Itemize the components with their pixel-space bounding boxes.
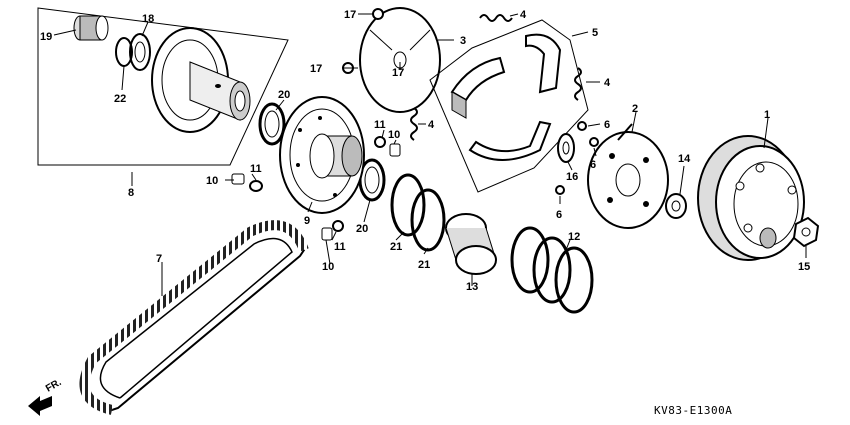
callout-18: 18 (142, 13, 154, 25)
clutch-shoe-part-5-lower (468, 120, 552, 161)
callout-4-right: 4 (604, 77, 611, 89)
o-ring-part-21-a (390, 173, 426, 237)
bearing-part-18 (129, 33, 151, 71)
callout-17-center: 17 (392, 67, 404, 79)
callout-5: 5 (592, 27, 598, 39)
callout-1: 1 (764, 109, 770, 121)
front-direction-label: FR. (44, 377, 64, 395)
callout-7: 7 (156, 253, 162, 265)
nut-part-6-low (555, 185, 565, 195)
callout-4-top: 4 (520, 9, 527, 21)
callout-4-mid: 4 (428, 119, 435, 131)
callout-20-lower: 20 (356, 223, 368, 235)
callout-16: 16 (566, 171, 578, 183)
callout-11-top: 11 (374, 119, 386, 131)
clutch-outer-part-1 (697, 135, 805, 261)
callout-6-mid: 6 (590, 159, 596, 171)
guide-pin-part-10-top (389, 143, 401, 157)
drawing-code: KV83-E1300A (654, 404, 732, 417)
callout-8: 8 (128, 187, 134, 199)
callout-6-top: 6 (604, 119, 610, 131)
callout-6-low: 6 (556, 209, 562, 221)
clutch-plate-part-3 (359, 7, 441, 113)
washer-part-16 (557, 133, 575, 163)
guide-roller-part-11-top (374, 136, 386, 148)
guide-pin-part-10-mid (321, 227, 333, 241)
driven-face-part-8 (151, 27, 251, 133)
callout-17-top: 17 (344, 9, 356, 21)
spring-part-4-top (479, 14, 513, 22)
drive-belt-part-7 (79, 220, 309, 415)
guide-roller-part-11-left (249, 180, 263, 192)
nut-part-17-top (372, 8, 384, 20)
spring-part-12 (510, 226, 594, 314)
callout-21-a: 21 (390, 241, 402, 253)
collar-part-13 (445, 213, 497, 275)
oil-seal-part-20-lower (358, 158, 386, 202)
callout-22: 22 (114, 93, 126, 105)
needle-bearing-part-19 (73, 15, 109, 41)
front-direction-arrow: FR. (28, 377, 64, 416)
movable-driven-face-part-9 (279, 96, 365, 214)
callout-12: 12 (568, 231, 580, 243)
callout-17-left: 17 (310, 63, 322, 75)
spring-part-4-mid (410, 107, 418, 141)
callout-11-mid: 11 (334, 241, 346, 253)
callout-10-top: 10 (388, 129, 400, 141)
callout-14: 14 (678, 153, 691, 165)
assembly-8-outline (37, 7, 289, 166)
callout-10-mid: 10 (322, 261, 334, 273)
washer-part-14 (665, 193, 687, 219)
clutch-shoe-part-5-right (525, 33, 562, 94)
callout-19: 19 (40, 31, 52, 43)
callout-20-upper: 20 (278, 89, 290, 101)
callout-3: 3 (460, 35, 466, 47)
drive-plate-part-2 (587, 123, 669, 229)
clutch-shoe-part-5-upper (450, 56, 506, 119)
nut-part-15 (792, 216, 820, 248)
spring-part-4-right (574, 67, 582, 101)
callout-2: 2 (632, 103, 638, 115)
callout-10-left: 10 (206, 175, 218, 187)
callout-9: 9 (304, 215, 310, 227)
callout-21-b: 21 (418, 259, 430, 271)
guide-pin-part-10-left (231, 173, 245, 185)
nut-part-6-mid (589, 137, 599, 147)
leader-lines (53, 13, 807, 296)
o-ring-part-21-b (410, 188, 446, 252)
callout-11-left: 11 (250, 163, 262, 175)
callout-15: 15 (798, 261, 810, 273)
guide-roller-part-11-mid (332, 220, 344, 232)
callout-13: 13 (466, 281, 478, 293)
oil-seal-part-20-upper (258, 102, 286, 146)
nut-part-6-top (577, 121, 587, 131)
